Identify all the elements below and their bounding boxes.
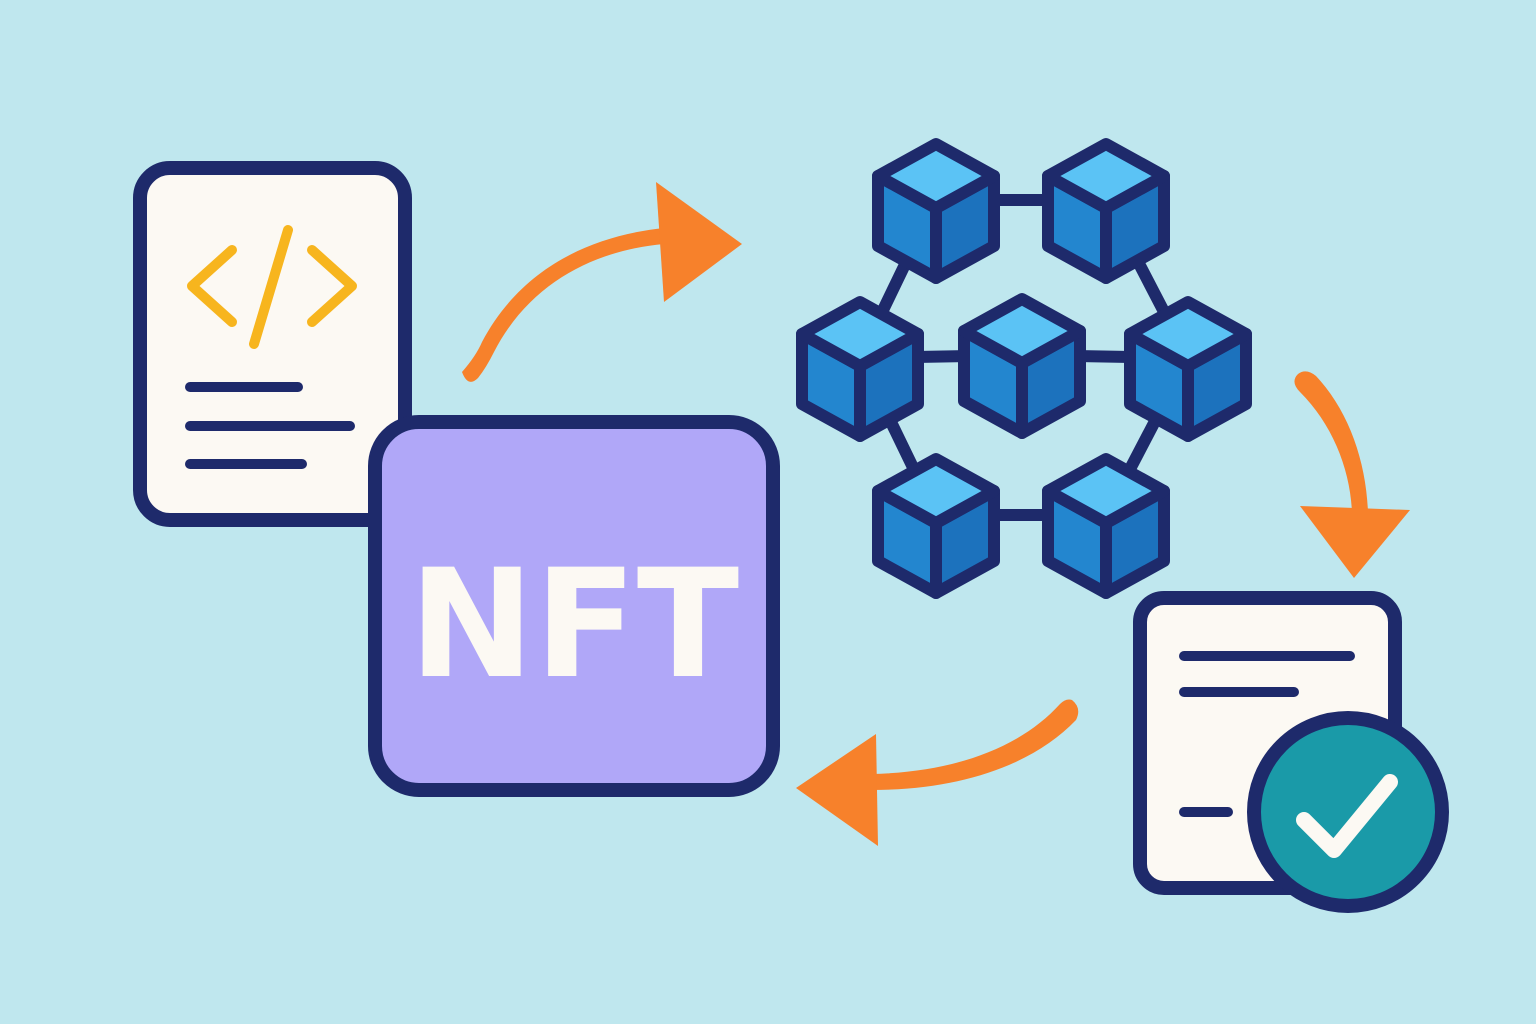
cube-top-face — [958, 293, 1086, 369]
cube-top-face — [872, 453, 1000, 529]
code-brackets-icon — [187, 225, 357, 349]
curved-arrow-icon — [796, 699, 1079, 846]
cube-top-face — [1124, 296, 1252, 372]
block-cube-icon — [1124, 296, 1252, 442]
blockchain-network-icon — [796, 138, 1252, 599]
block-cube-icon — [872, 453, 1000, 599]
nft-label: NFT — [409, 538, 739, 712]
document-text-lines — [1179, 651, 1355, 817]
block-cube-icon — [872, 138, 1000, 284]
curved-arrow-icon — [1294, 371, 1410, 578]
nft-card-icon: NFT — [368, 415, 780, 797]
document-text-lines — [185, 382, 355, 469]
curved-arrow-icon — [462, 182, 742, 382]
block-cube-icon — [796, 296, 924, 442]
block-cube-icon — [958, 293, 1086, 439]
block-cube-icon — [1042, 138, 1170, 284]
block-cube-icon — [1042, 453, 1170, 599]
verified-document-icon — [1133, 591, 1449, 913]
cube-top-face — [1042, 138, 1170, 214]
cube-top-face — [872, 138, 1000, 214]
checkmark-badge-icon — [1247, 711, 1449, 913]
code-document-icon — [133, 161, 412, 527]
cube-top-face — [796, 296, 924, 372]
cube-top-face — [1042, 453, 1170, 529]
